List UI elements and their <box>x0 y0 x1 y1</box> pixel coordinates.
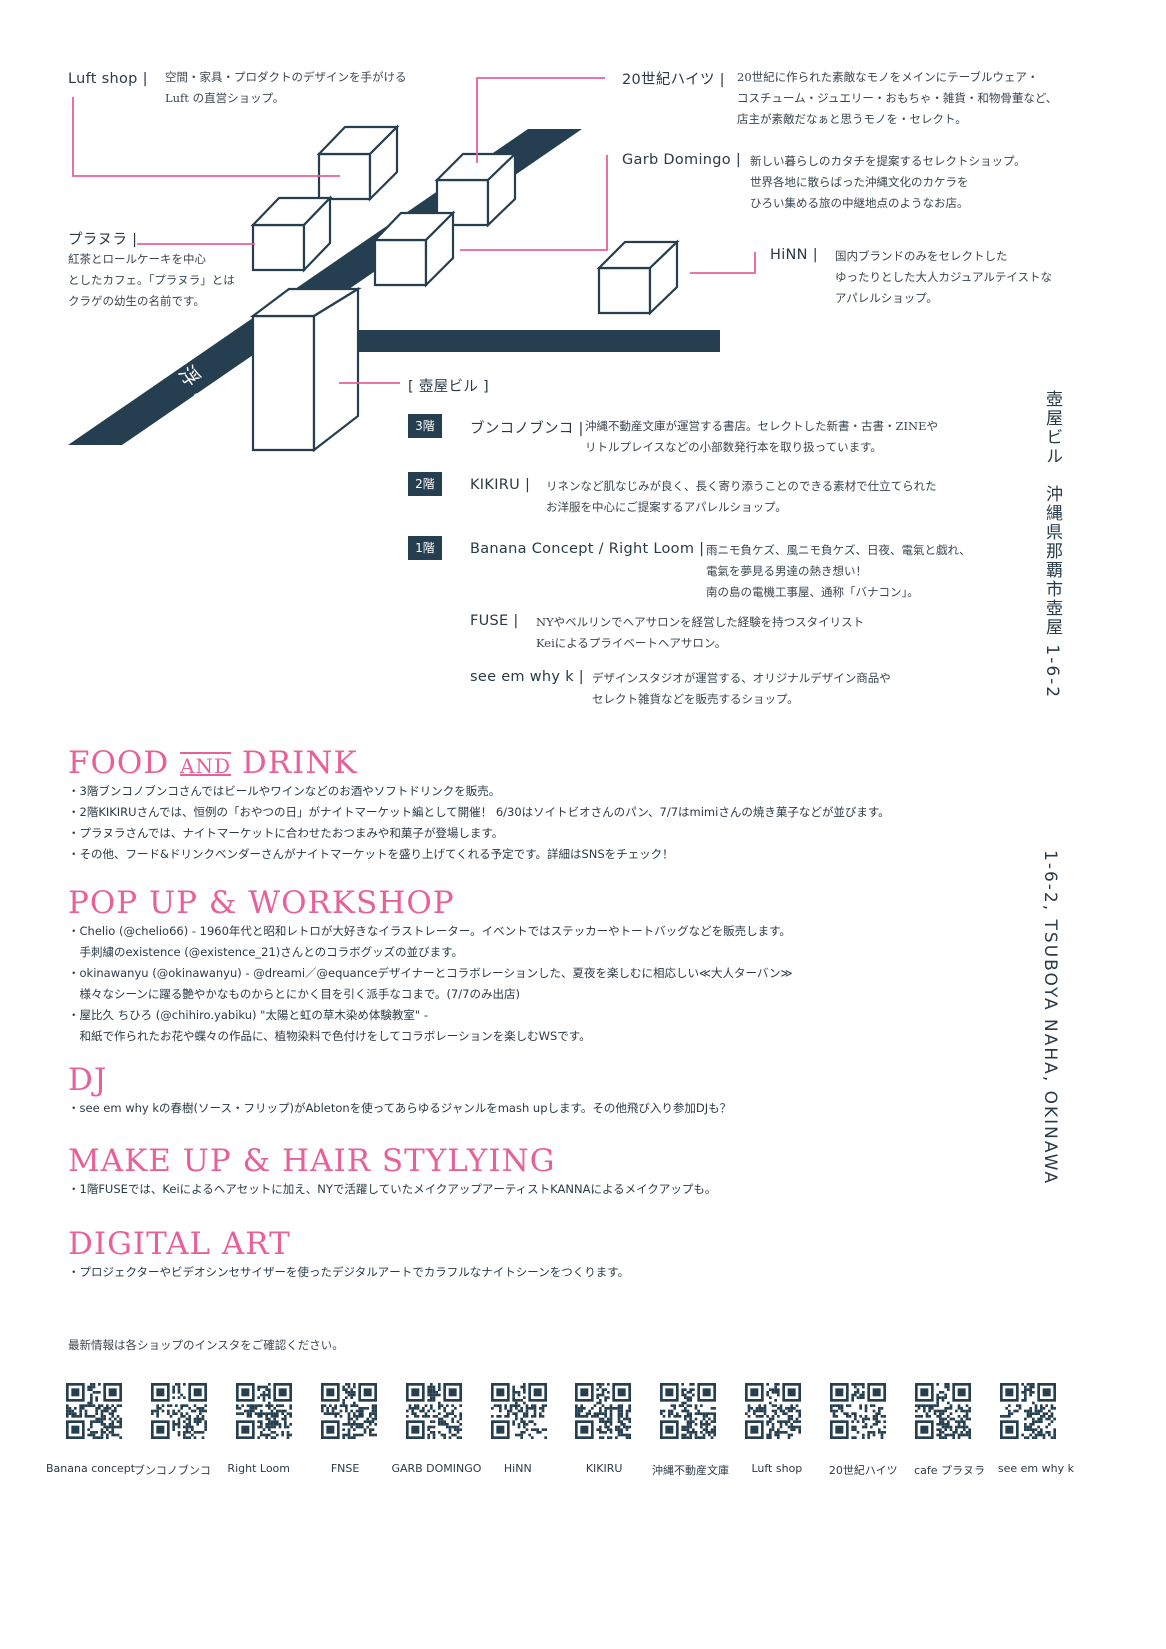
section-food-drink: FOOD AND DRINK ・3階ブンコノブンコさんではビールやワインなどのお… <box>68 745 890 865</box>
list-item: ・see em why kの春樹(ソース・フリップ)がAbletonを使ってあら… <box>68 1101 732 1115</box>
floor-badge-1: 1階 <box>408 536 442 560</box>
list-item: ・その他、フード&ドリンクベンダーさんがナイトマーケットを盛り上げてくれる予定で… <box>68 847 674 861</box>
leader-luft <box>72 97 340 177</box>
shop-logo: FNSE <box>330 1462 360 1475</box>
shop-planula-name: プラヌラ | <box>68 232 138 248</box>
list-item: ・3階ブンコノブンコさんではビールやワインなどのお酒やソフトドリンクを販売。 <box>68 784 501 798</box>
floor-1-desc: 雨ニモ負ケズ、風ニモ負ケズ、日夜、電氣と戯れ、 電氣を夢見る男達の熱き想い！ 南… <box>706 543 971 599</box>
fuse-name: FUSE | <box>470 613 519 629</box>
floor-3-desc: 沖縄不動産文庫が運営する書店。セレクトした新書・古書・ZINEや リトルプレイス… <box>585 419 938 454</box>
shop-logo: cafe プラヌラ <box>914 1464 986 1477</box>
fuse-desc: NYやベルリンでヘアサロンを経営した経験を持つスタイリスト Keiによるプライベ… <box>536 615 865 650</box>
shop-name: Luft shop | <box>68 71 148 87</box>
qr-row <box>66 1383 1056 1439</box>
shop-planula-desc: 紅茶とロールケーキを中心 としたカフェ。「プラヌラ」とは クラゲの幼生の名前です… <box>68 252 235 308</box>
section-title: DJ <box>68 1062 108 1098</box>
box-planula <box>250 195 333 273</box>
section-dj: DJ ・see em why kの春樹(ソース・フリップ)がAbletonを使っ… <box>68 1062 731 1119</box>
seeemwhyk-desc: デザインスタジオが運営する、オリジナルデザイン商品や セレクト雑貨などを販売する… <box>592 671 891 706</box>
section-makeup-hair: MAKE UP & HAIR STYLYING ・1階FUSEでは、Keiによる… <box>68 1143 716 1200</box>
qr-code-icon[interactable] <box>490 1383 547 1439</box>
list-item: 和紙で作られたお花や蝶々の作品に、植物染料で色付けをしてコラボレーションを楽しむ… <box>68 1029 591 1043</box>
shop-20seiki-desc: 20世紀に作られた素敵なモノをメインにテーブルウェア・ コスチューム・ジュエリー… <box>737 70 1058 126</box>
qr-code-icon[interactable] <box>660 1383 717 1439</box>
qr-code-icon[interactable] <box>320 1383 377 1439</box>
qr-code-icon[interactable] <box>235 1383 292 1439</box>
floor-badge-2: 2階 <box>408 472 442 496</box>
section-popup-workshop: POP UP & WORKSHOP ・Chelio (@chelio66) - … <box>68 885 792 1047</box>
building-label: [ 壺屋ビル ] <box>408 379 489 395</box>
list-item: ・2階KIKIRUさんでは、恒例の「おやつの日」がナイトマーケット編として開催！… <box>68 805 890 819</box>
list-item: ・okinawanyu (@okinawanyu) - @dreami／@equ… <box>68 966 793 980</box>
box-hinn <box>596 239 680 316</box>
section-title: DIGITAL ART <box>68 1226 291 1262</box>
list-item: ・屋比久 ちひろ (@chihiro.yabiku) "太陽と虹の草木染め体験教… <box>68 1008 429 1022</box>
shop-logo: 20世紀ハイツ <box>828 1464 898 1477</box>
leader-hinn <box>690 252 756 274</box>
shop-logo: see em why k <box>997 1462 1074 1475</box>
box-luft <box>316 124 400 202</box>
qr-code-icon[interactable] <box>999 1383 1056 1439</box>
shop-garb-desc: 新しい暮らしのカタチを提案するセレクトショップ。 世界各地に散らばった沖縄文化の… <box>750 154 1026 210</box>
qr-code-icon[interactable] <box>915 1383 972 1439</box>
floor-badge-3: 3階 <box>408 414 442 438</box>
box-tsuboya-building <box>249 287 362 453</box>
list-item: ・プラヌラさんでは、ナイトマーケットに合わせたおつまみや和菓子が登場します。 <box>68 826 504 840</box>
floor-2-desc: リネンなど肌なじみが良く、長く寄り添うことのできる素材で仕立てられた お洋服を中… <box>546 479 937 514</box>
qr-code-icon[interactable] <box>150 1383 207 1439</box>
shop-logo: HiNN <box>503 1462 532 1475</box>
floor-2-name: KIKIRU | <box>470 477 531 493</box>
qr-code-icon[interactable] <box>405 1383 462 1439</box>
box-garb <box>372 210 456 288</box>
list-item: 手刺繍のexistence (@existence_21)さんとのコラボグッズの… <box>68 945 464 959</box>
shop-hinn-desc: 国内ブランドのみをセレクトした ゆったりとした大人カジュアルテイストな アパレル… <box>835 249 1053 305</box>
shop-luft-desc: 空間・家具・プロダクトのデザインを手がける Luft の直営ショップ。 <box>165 70 407 105</box>
address-en: 1-6-2, TSUBOYA NAHA, OKINAWA <box>1040 850 1060 1186</box>
shop-logo: 沖縄不動産文庫 <box>652 1464 730 1477</box>
shop-20seiki-name: 20世紀ハイツ | <box>622 72 725 88</box>
leader-20seiki <box>476 77 605 163</box>
leader-garb <box>460 155 608 251</box>
footer-note: 最新情報は各ショップのインスタをご確認ください。 <box>68 1338 344 1352</box>
section-title: POP UP & WORKSHOP <box>68 885 455 921</box>
shop-logo: ブンコノブンコ <box>133 1464 211 1477</box>
section-title: MAKE UP & HAIR STYLYING <box>68 1143 556 1179</box>
shop-logo: GARB DOMINGO <box>391 1462 482 1475</box>
seeemwhyk-name: see em why k | <box>470 669 584 685</box>
shop-logo: Luft shop <box>751 1462 803 1475</box>
street-horizontal <box>300 330 720 352</box>
qr-code-icon[interactable] <box>575 1383 632 1439</box>
shop-garb-name: Garb Domingo | <box>622 152 742 168</box>
map-illustration: 浮島通り <box>68 77 756 460</box>
floor-1-name: Banana Concept / Right Loom | <box>470 541 705 557</box>
box-20seiki <box>434 151 518 228</box>
list-item: ・Chelio (@chelio66) - 1960年代と昭和レトロが大好きなイ… <box>68 924 791 938</box>
shop-logo: KIKIRU <box>585 1462 623 1475</box>
list-item: ・1階FUSEでは、Keiによるヘアセットに加え、NYで活躍していたメイクアップ… <box>68 1182 717 1196</box>
qr-code-icon[interactable] <box>66 1383 122 1439</box>
list-item: ・プロジェクターやビデオシンセサイザーを使ったデジタルアートでカラフルなナイトシ… <box>68 1265 630 1279</box>
section-digital-art: DIGITAL ART ・プロジェクターやビデオシンセサイザーを使ったデジタルア… <box>68 1226 629 1283</box>
qr-code-icon[interactable] <box>745 1383 802 1439</box>
list-item: 様々なシーンに躍る艶やかなものからとにかく目を引く派手なコまで。(7/7のみ出店… <box>68 987 520 1001</box>
shop-logo: Banana concept <box>46 1462 136 1475</box>
floor-3-name: ブンコノブンコ | <box>470 421 584 437</box>
shop-luft: Luft shop | <box>68 68 148 87</box>
qr-code-icon[interactable] <box>830 1383 887 1439</box>
shop-logo: Right Loom <box>227 1462 290 1475</box>
address-jp: 壺屋ビル 沖縄県那覇市壺屋 1-6-2 <box>1042 390 1062 700</box>
shop-hinn-name: HiNN | <box>770 247 818 263</box>
section-title: FOOD AND DRINK <box>68 745 358 781</box>
